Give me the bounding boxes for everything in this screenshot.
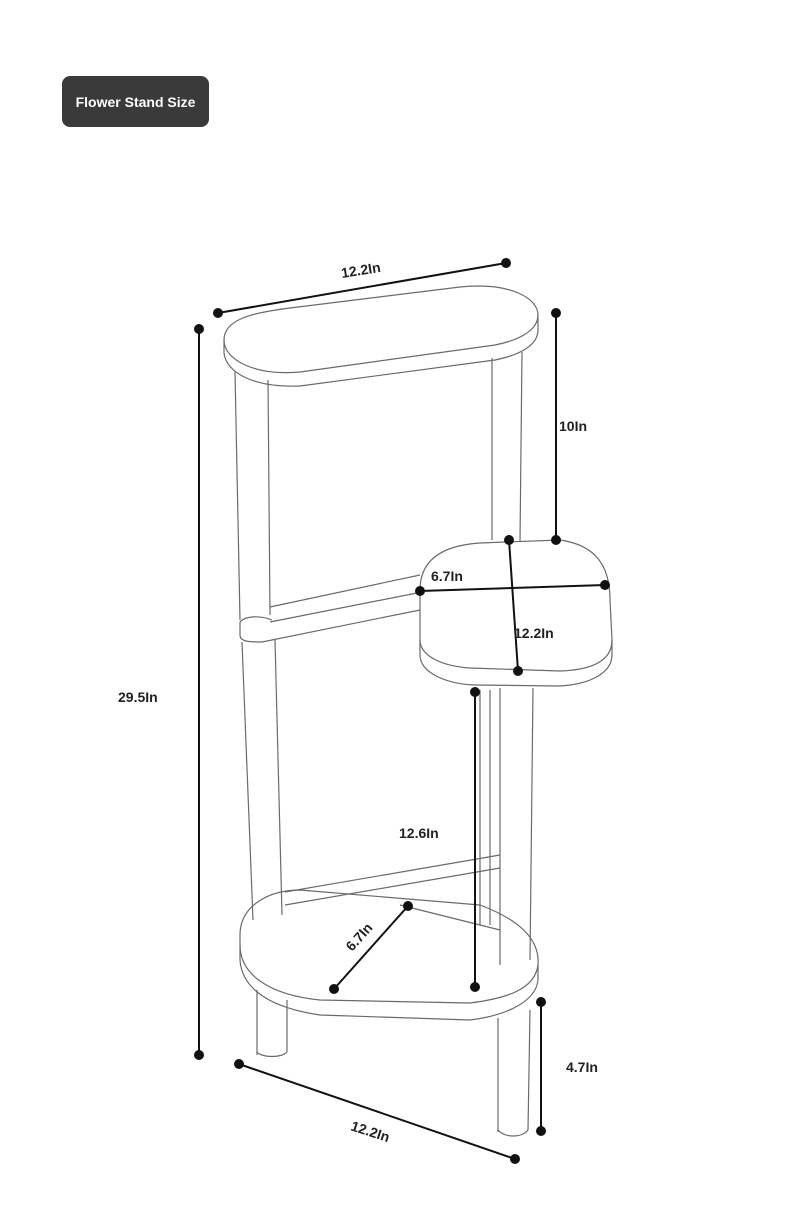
middle-shelf bbox=[419, 539, 613, 672]
label-bottom-width: 12.2In bbox=[349, 1118, 392, 1145]
label-middle-width: 12.2In bbox=[514, 625, 554, 641]
label-lower-gap: 12.6In bbox=[399, 825, 439, 841]
label-upper-gap: 10In bbox=[559, 418, 587, 434]
label-total-height: 29.5In bbox=[118, 689, 158, 705]
bottom-shelf bbox=[239, 889, 539, 1004]
dimension-lines bbox=[194, 258, 610, 1164]
label-top-width: 12.2In bbox=[340, 259, 382, 281]
label-leg-height: 4.7In bbox=[566, 1059, 598, 1075]
title-badge: Flower Stand Size bbox=[62, 76, 209, 127]
top-shelf bbox=[223, 285, 539, 374]
dimension-labels: 12.2In 10In 6.7In 12.2In 29.5In 12.6In 6… bbox=[118, 259, 598, 1145]
label-middle-depth: 6.7In bbox=[431, 568, 463, 584]
stand-drawing bbox=[223, 285, 613, 1137]
